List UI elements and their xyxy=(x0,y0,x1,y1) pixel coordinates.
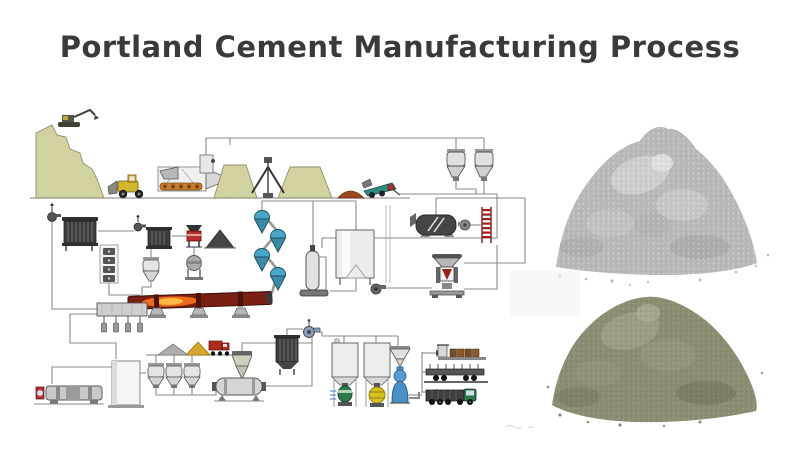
bag-filter-1 xyxy=(62,217,98,251)
cement-storage-silo-white xyxy=(108,360,144,408)
cooler-pendulums xyxy=(101,316,143,333)
circulating-fan xyxy=(370,283,386,295)
homogenizing-silo xyxy=(335,229,375,285)
limestone-stockpiles xyxy=(213,164,333,199)
excavator-icon xyxy=(58,108,99,127)
cement-ball-mill xyxy=(212,377,266,402)
kiln-supports xyxy=(148,307,250,318)
bucket-elevator-red xyxy=(481,207,492,243)
process-flow-diagram xyxy=(30,108,770,429)
additive-pile-yellow xyxy=(185,341,211,356)
clinker-hopper-3 xyxy=(183,363,201,388)
olive-powder-crumbs xyxy=(546,371,764,428)
clinker-hopper-1 xyxy=(147,363,165,388)
cyclone-3 xyxy=(253,248,271,272)
primary-crusher xyxy=(157,166,232,192)
limestone-quarry xyxy=(35,108,105,199)
rotary-kiln xyxy=(127,291,273,310)
bag-filter-2 xyxy=(146,227,172,249)
exhaust-blower xyxy=(303,319,321,338)
mill-fan xyxy=(458,219,471,231)
classifier-cone xyxy=(231,351,253,380)
clinker-cooler xyxy=(96,302,148,333)
stacker-icon xyxy=(251,157,285,198)
airlift-vessel xyxy=(299,245,329,297)
rail-wagon xyxy=(424,364,488,383)
elevator-head-box xyxy=(199,154,215,174)
red-feeder-machine xyxy=(186,225,202,248)
granulator-icon xyxy=(185,255,203,280)
preheater-cyclone-tower xyxy=(253,210,287,294)
cyclone-2 xyxy=(269,229,287,253)
delivery-truck-red xyxy=(208,340,230,356)
clinker-hopper-2 xyxy=(165,363,183,388)
gray-powder-crumbs xyxy=(558,253,770,286)
gypsum-pile-gray xyxy=(156,343,190,356)
coal-mill xyxy=(410,213,457,237)
air-blower-1 xyxy=(47,203,61,222)
raw-meal-cone-pile xyxy=(204,229,236,249)
rotary-packer-blue xyxy=(389,346,411,404)
cement-silo-a xyxy=(330,338,359,407)
bag-warehouse xyxy=(437,344,486,360)
raw-feed-hopper-1 xyxy=(446,149,466,181)
packer-yellow xyxy=(368,383,386,407)
separator-mill xyxy=(429,254,465,298)
photo-edge-shadow xyxy=(510,271,580,316)
page-title: Portland Cement Manufacturing Process xyxy=(59,30,741,64)
packer-green xyxy=(330,383,353,406)
dispatch-truck-green xyxy=(425,388,477,405)
kiln-feed-hopper xyxy=(141,257,160,295)
clay-pile xyxy=(337,190,365,199)
wheel-loader-icon xyxy=(107,174,144,199)
limestone-stockpile-2 xyxy=(277,166,333,199)
olive-cement-powder-photo xyxy=(505,271,764,429)
dosing-feeder-column xyxy=(99,244,119,284)
mobile-crusher-icon xyxy=(361,178,401,198)
limestone-stockpile-1 xyxy=(213,164,258,199)
gray-cement-powder-photo xyxy=(556,126,770,286)
finish-mill xyxy=(34,385,104,405)
cyclone-4 xyxy=(269,267,287,291)
dust-collector-drum xyxy=(274,335,300,375)
air-blower-2 xyxy=(133,215,146,232)
raw-feed-hopper-2 xyxy=(474,149,494,181)
watermark-smudge xyxy=(505,425,535,429)
cyclone-1 xyxy=(253,210,271,234)
cement-silo-b xyxy=(363,342,391,407)
